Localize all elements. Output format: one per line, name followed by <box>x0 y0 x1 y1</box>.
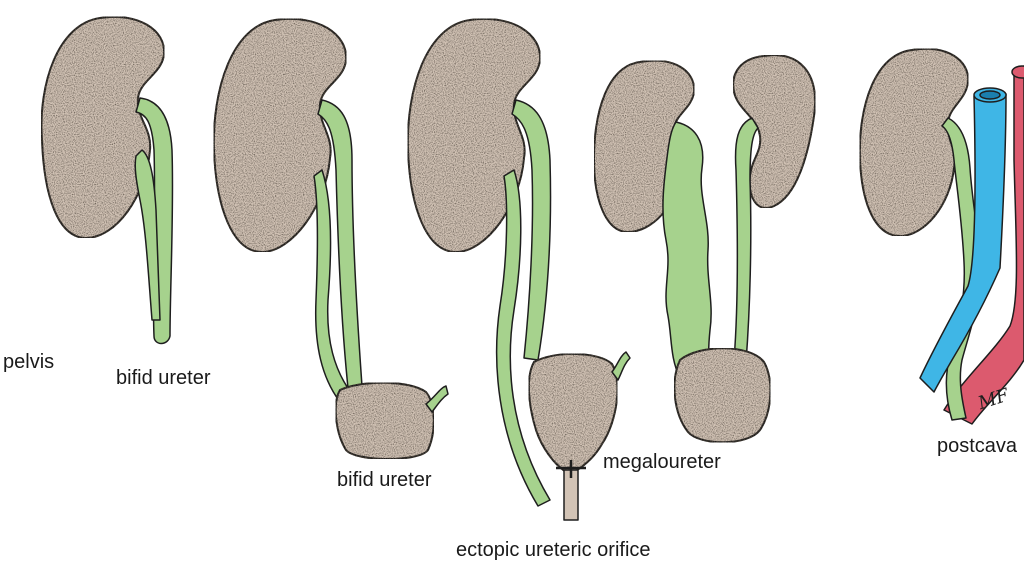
bladder-4 <box>673 347 772 444</box>
vena-cava-lumen <box>979 90 1001 100</box>
ureter-3a <box>511 99 552 361</box>
panel-4-megaloureter <box>593 54 816 444</box>
kidney-5 <box>858 47 970 237</box>
ureter-3b <box>495 169 551 507</box>
panel-5-postcava: MF <box>858 47 1024 425</box>
ureter-3c <box>611 351 631 381</box>
label-bifid-ureter-2: bifid ureter <box>337 469 432 491</box>
urethra-3 <box>563 469 579 521</box>
ectopic-orifice-marker <box>556 460 586 478</box>
label-megaloureter: megaloureter <box>603 451 721 473</box>
ureter-2c <box>425 385 449 413</box>
label-bifid-ureter-1: bifid ureter <box>116 367 211 389</box>
ureter-1a <box>135 97 174 345</box>
ureter-4-right <box>733 117 759 363</box>
ureter-1b <box>134 149 161 321</box>
kidney-2 <box>212 17 348 253</box>
vena-cava <box>919 93 1007 393</box>
aorta-opening <box>1011 65 1024 79</box>
aorta <box>943 65 1024 425</box>
panel-2-bifid-ureter <box>212 17 449 460</box>
label-pelvis: pelvis <box>3 351 55 373</box>
bladder-2 <box>334 381 435 460</box>
label-ectopic-ureteric-orifice: ectopic ureteric orifice <box>456 539 651 561</box>
kidney-1 <box>40 15 166 239</box>
panel-3-ectopic-ureteric-orifice <box>406 17 631 521</box>
bladder-3 <box>527 353 619 473</box>
panel-1-bifid-ureter <box>40 15 174 345</box>
megaloureter-left <box>662 121 713 379</box>
label-postcava: postcava <box>937 435 1018 457</box>
